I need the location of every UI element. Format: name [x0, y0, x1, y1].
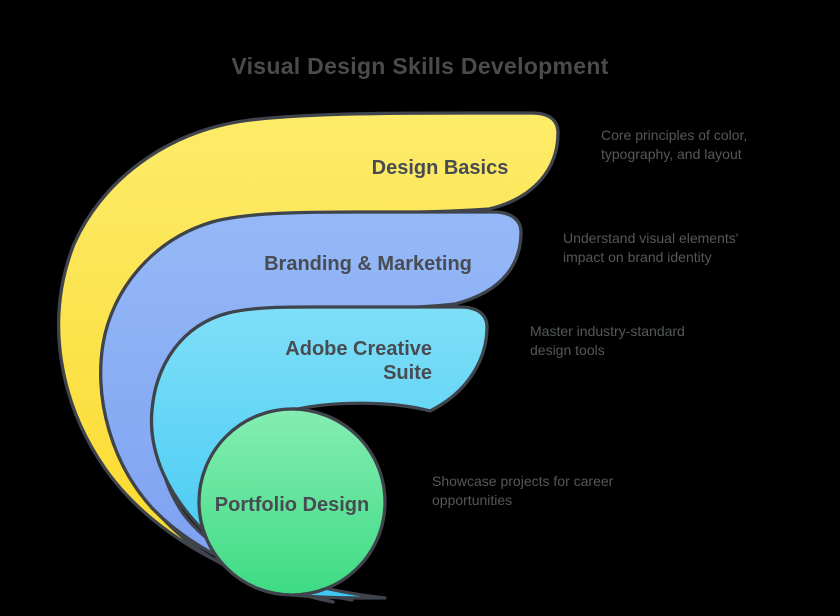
- page-title: Visual Design Skills Development: [231, 53, 609, 79]
- layer-description-design-basics: Core principles of color, typography, an…: [601, 126, 791, 164]
- description-line: Showcase projects for career: [432, 473, 614, 489]
- layer-label-line: Adobe Creative: [285, 338, 432, 360]
- description-line: impact on brand identity: [563, 249, 712, 265]
- description-line: design tools: [530, 342, 605, 358]
- layer-label-portfolio-design: Portfolio Design: [192, 493, 392, 517]
- description-line: Master industry-standard: [530, 323, 685, 339]
- layer-label-line: Design Basics: [371, 157, 509, 179]
- layer-description-portfolio-design: Showcase projects for career opportuniti…: [432, 472, 652, 510]
- layer-label-line: Portfolio Design: [214, 494, 370, 516]
- description-line: Understand visual elements': [563, 230, 739, 246]
- layer-label-adobe-creative-suite: Adobe Creative Suite: [282, 337, 432, 385]
- layer-description-adobe-creative-suite: Master industry-standard design tools: [530, 322, 730, 360]
- layer-label-line: Suite: [383, 362, 432, 384]
- layer-label-branding-marketing: Branding & Marketing: [248, 252, 488, 276]
- description-line: Core principles of color,: [601, 127, 748, 143]
- layer-shape-branding-marketing: [99, 210, 523, 602]
- layer-label-line: Branding & Marketing: [264, 253, 472, 275]
- layer-label-design-basics: Design Basics: [340, 156, 540, 180]
- description-line: opportunities: [432, 492, 513, 508]
- layer-description-branding-marketing: Understand visual elements' impact on br…: [563, 229, 773, 267]
- layer-shape-portfolio-design: [197, 407, 387, 597]
- description-line: typography, and layout: [601, 146, 742, 162]
